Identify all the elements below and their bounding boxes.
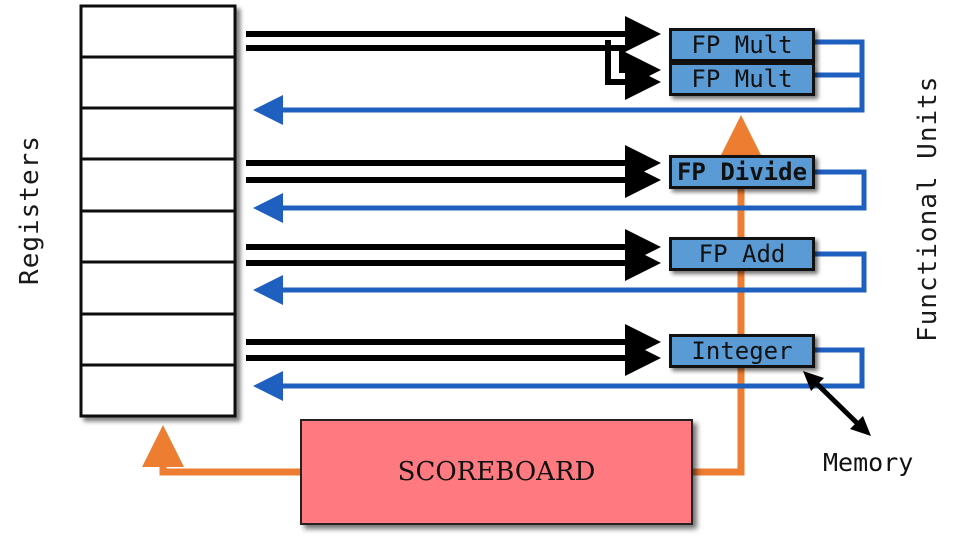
operand-arrows (246, 16, 661, 376)
unit-fp-add: FP Add (669, 237, 815, 271)
operand-arrow (246, 45, 661, 88)
unit-fp-divide: FP Divide (669, 155, 815, 189)
result-arrow (253, 251, 867, 305)
unit-fp-mult-2: FP Mult (669, 62, 815, 96)
unit-integer: Integer (669, 334, 815, 368)
operand-arrow (605, 40, 661, 100)
scoreboard-to-registers-arrow (142, 425, 300, 476)
result-arrow (253, 347, 865, 401)
scoreboard-box: SCOREBOARD (300, 419, 693, 525)
memory-label: Memory (823, 448, 914, 477)
unit-fp-mult-1: FP Mult (669, 28, 815, 62)
result-arrows (253, 39, 867, 401)
functional-units-label: Functional Units (913, 75, 943, 342)
memory-arrow (803, 371, 871, 436)
registers-label: Registers (15, 135, 45, 285)
result-arrow (253, 169, 867, 223)
register-file (79, 4, 237, 418)
